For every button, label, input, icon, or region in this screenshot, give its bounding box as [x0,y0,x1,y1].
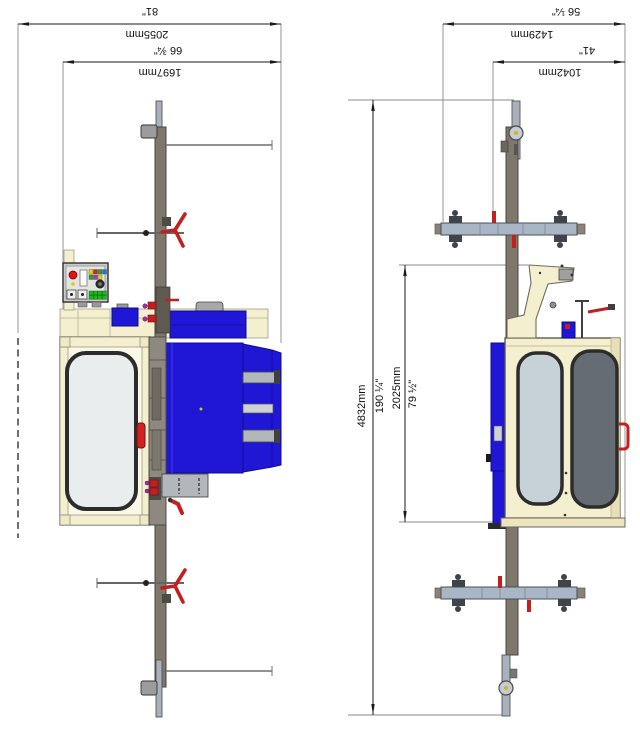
control-panel [62,249,109,311]
green-button-bank[interactable] [88,290,107,300]
locking-pin [527,600,531,612]
drive-box [165,342,244,474]
locking-pin [512,235,516,248]
dim-machine-width-mm: 1697mm [139,66,182,78]
cab-plan [59,336,151,526]
panel-button-grid[interactable] [88,269,107,280]
drive-unit-plan [165,342,282,474]
panel-display [79,269,88,287]
emergency-stop-button[interactable] [68,270,78,280]
wall-tie-beam-lower [434,574,586,612]
cab-window-front [516,351,564,506]
dim-overall-depth-inches: 56 ¼" [552,5,580,17]
dim-car-depth-inches: 41" [579,44,595,56]
door-handle[interactable] [136,422,146,449]
plan-view: 81" 2055mm 66 ¾" 1697mm [17,5,282,718]
red-lever [587,306,611,314]
cab-window-door [570,349,619,509]
mast-guide-clamps [142,286,179,334]
indicator-lamp [71,282,75,286]
wall-tie-beam-upper [434,210,586,248]
cab-base [500,517,626,528]
dim-car-height-inches: 79 ½" [407,380,419,408]
release-lever[interactable] [167,497,184,515]
clamp-bar [242,429,278,443]
drive-unit-side [486,342,507,529]
dim-car-depth-mm: 1042mm [539,66,582,78]
tie-drum-top [140,124,158,139]
red-clamp-handle [160,212,187,248]
door-handle[interactable] [619,422,630,451]
locking-pin [492,211,496,223]
drive-motor-small [111,307,139,327]
dim-car-height-mm: 2025mm [391,367,403,410]
base-plate [161,473,209,498]
locking-pin [498,576,502,588]
wall-tie-clamp-lower [96,568,187,604]
dim-overall-width-mm: 2055mm [126,28,169,40]
dim-mast-height-mm: 4832mm [356,385,368,428]
roof-bracket [506,264,575,339]
dim-overall-width-inches: 81" [142,5,158,17]
cab-window [65,351,138,511]
side-view: 56 ¼" 1429mm 41" 1042mm 4832mm 190 ¼" 20… [348,5,630,717]
tie-drum-bottom [140,680,158,696]
cab-side [500,337,630,528]
dim-mast-height-inches: 190 ¼" [374,379,386,414]
dim-overall-depth-mm: 1429mm [511,28,554,40]
red-clamp-handle [160,568,187,604]
wall-tie-clamp-upper [96,212,187,248]
dim-machine-width-inches: 66 ¾" [154,44,182,56]
clamp-bar [242,371,278,384]
roof-fittings [549,300,615,339]
